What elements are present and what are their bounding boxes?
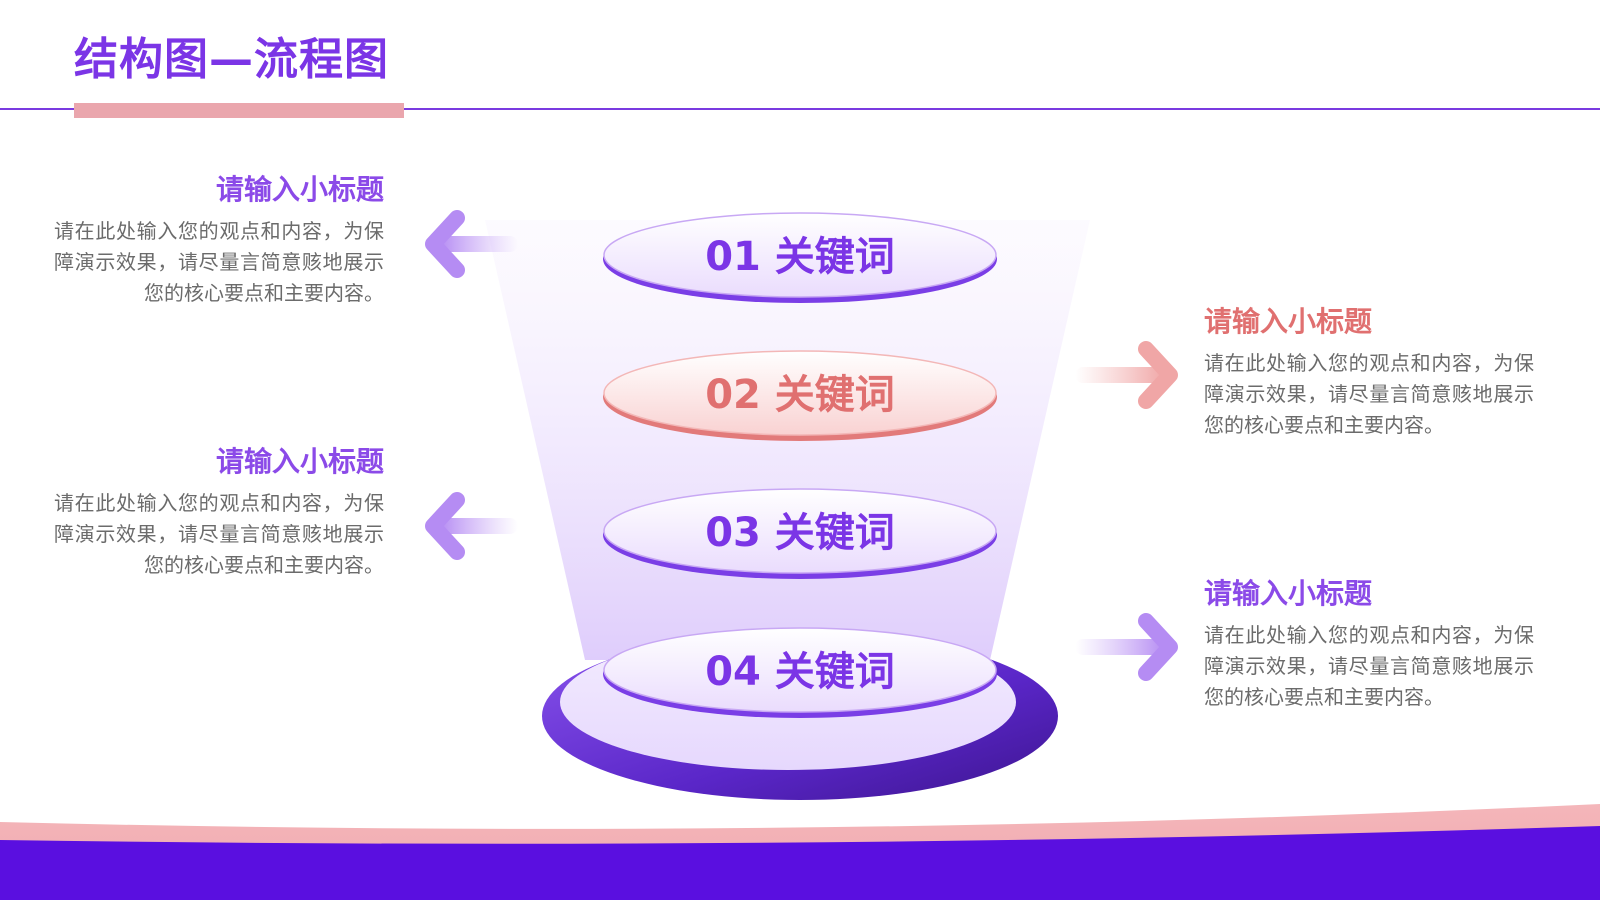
layer-1-label: 01 关键词	[705, 234, 895, 280]
layer-1: 01 关键词	[603, 212, 997, 303]
section-1-title: 请输入小标题	[215, 173, 384, 206]
layer-4: 04 关键词	[603, 627, 997, 718]
arrow-left-3	[425, 492, 518, 560]
header-rule	[0, 108, 1600, 110]
layer-3-rim	[603, 491, 997, 579]
section-4-title: 请输入小标题	[1204, 577, 1373, 610]
section-1-body: 请在此处输入您的观点和内容，为保障演示效果，请尽量言简意赅地展示您的核心要点和主…	[54, 219, 384, 305]
base-disc-shadow	[542, 632, 1058, 800]
section-3-body: 请在此处输入您的观点和内容，为保障演示效果，请尽量言简意赅地展示您的核心要点和主…	[54, 491, 384, 577]
layer-1-rim	[603, 215, 997, 303]
layer-3-ellipse	[603, 488, 997, 574]
section-2-title: 请输入小标题	[1204, 305, 1373, 338]
layer-4-ellipse	[603, 627, 997, 713]
arrow-left-1	[425, 210, 518, 278]
layer-4-rim	[603, 630, 997, 718]
layer-3: 03 关键词	[603, 488, 997, 579]
section-4: 请输入小标题 请在此处输入您的观点和内容，为保障演示效果，请尽量言简意赅地展示您…	[1204, 574, 1534, 713]
section-1: 请输入小标题 请在此处输入您的观点和内容，为保障演示效果，请尽量言简意赅地展示您…	[54, 170, 384, 309]
layer-3-label: 03 关键词	[705, 510, 895, 556]
layer-2-rim	[603, 353, 997, 441]
section-2: 请输入小标题 请在此处输入您的观点和内容，为保障演示效果，请尽量言简意赅地展示您…	[1204, 302, 1534, 441]
funnel-beam	[485, 220, 1090, 660]
base-disc-top	[560, 634, 1016, 770]
layer-4-label: 04 关键词	[705, 649, 895, 695]
arrow-right-2	[1075, 341, 1178, 409]
layer-2-label: 02 关键词	[705, 372, 895, 418]
layer-2: 02 关键词	[603, 350, 997, 441]
section-2-body: 请在此处输入您的观点和内容，为保障演示效果，请尽量言简意赅地展示您的核心要点和主…	[1204, 351, 1534, 437]
section-4-body: 请在此处输入您的观点和内容，为保障演示效果，请尽量言简意赅地展示您的核心要点和主…	[1204, 623, 1534, 709]
layer-1-ellipse	[603, 212, 997, 298]
layer-2-ellipse	[603, 350, 997, 436]
section-3-title: 请输入小标题	[215, 445, 384, 478]
bottom-band	[0, 804, 1600, 900]
arrow-right-4	[1075, 613, 1178, 681]
page-title: 结构图—流程图	[74, 34, 389, 85]
section-3: 请输入小标题 请在此处输入您的观点和内容，为保障演示效果，请尽量言简意赅地展示您…	[54, 442, 384, 581]
title-underline	[74, 103, 404, 118]
